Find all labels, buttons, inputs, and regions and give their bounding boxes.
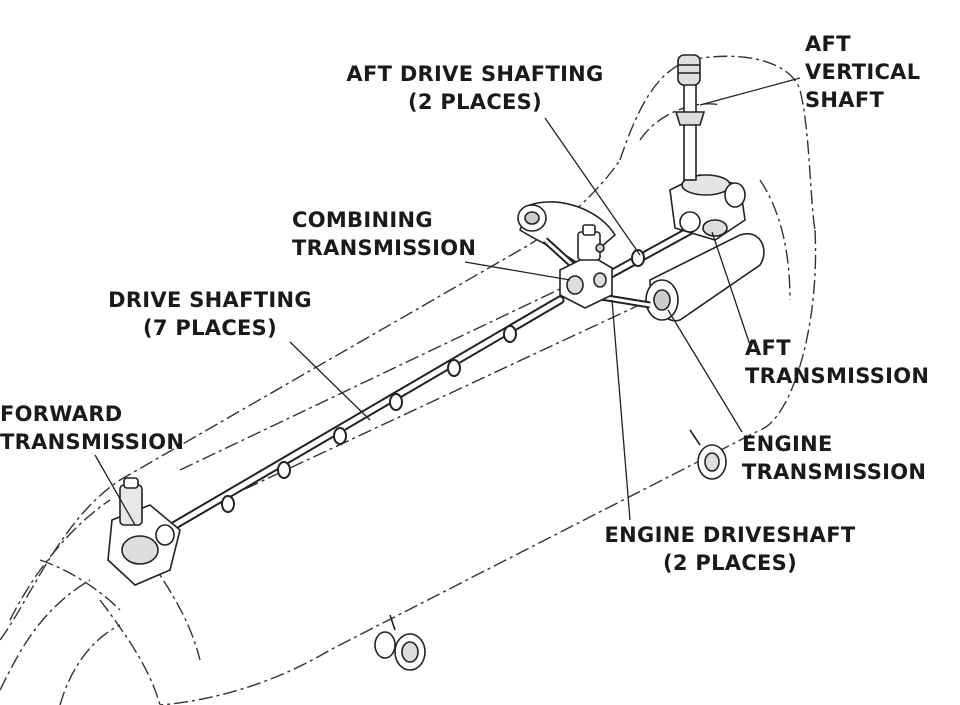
aft-transmission-label: AFT TRANSMISSION <box>745 334 929 390</box>
aft-transmission-line1: AFT <box>745 336 791 360</box>
drive-shafting-line2: (7 PLACES) <box>142 316 278 340</box>
engine-driveshaft-line1: ENGINE DRIVESHAFT <box>604 523 856 547</box>
aft-drive-shafting-label: AFT DRIVE SHAFTING (2 PLACES) <box>325 60 625 116</box>
engine-driveshaft-label: ENGINE DRIVESHAFT (2 PLACES) <box>585 521 875 577</box>
drive-shafting-line1: DRIVE SHAFTING <box>108 288 312 312</box>
engine-transmission-line1: ENGINE <box>742 432 833 456</box>
drive-shafting-label: DRIVE SHAFTING (7 PLACES) <box>90 286 330 342</box>
forward-transmission-line2: TRANSMISSION <box>0 430 185 454</box>
engine-driveshaft-line2: (2 PLACES) <box>662 551 798 575</box>
drive-shaft-couplings <box>221 325 517 513</box>
fuselage-outline <box>0 55 817 705</box>
combining-transmission-label: COMBINING TRANSMISSION <box>292 206 476 262</box>
forward-transmission-line1: FORWARD <box>0 402 123 426</box>
forward-landing-gear <box>374 614 426 671</box>
aft-drive-shafting-line1: AFT DRIVE SHAFTING <box>346 62 604 86</box>
engine-transmission-label: ENGINE TRANSMISSION <box>742 430 926 486</box>
aft-vertical-shaft-line3: SHAFT <box>805 88 885 112</box>
engine-transmission-line2: TRANSMISSION <box>742 460 927 484</box>
combining-transmission <box>559 224 613 309</box>
forward-transmission <box>107 477 181 586</box>
aft-vertical-shaft-line2: VERTICAL <box>805 60 921 84</box>
aft-landing-gear <box>689 429 727 480</box>
aft-transmission-line2: TRANSMISSION <box>745 364 930 388</box>
aft-vertical-shaft-label: AFT VERTICAL SHAFT <box>805 30 920 114</box>
aft-vertical-shaft <box>674 54 706 181</box>
aft-drive-shafting <box>595 220 705 285</box>
combining-transmission-line1: COMBINING <box>292 208 433 232</box>
aft-vertical-shaft-line1: AFT <box>805 32 851 56</box>
aft-transmission <box>669 174 746 241</box>
combining-transmission-line2: TRANSMISSION <box>292 236 477 260</box>
leader-lines <box>94 77 801 526</box>
drive-shafting <box>165 295 565 533</box>
aft-drive-shafting-line2: (2 PLACES) <box>407 90 543 114</box>
forward-transmission-label: FORWARD TRANSMISSION <box>0 400 184 456</box>
right-engine <box>645 232 765 322</box>
